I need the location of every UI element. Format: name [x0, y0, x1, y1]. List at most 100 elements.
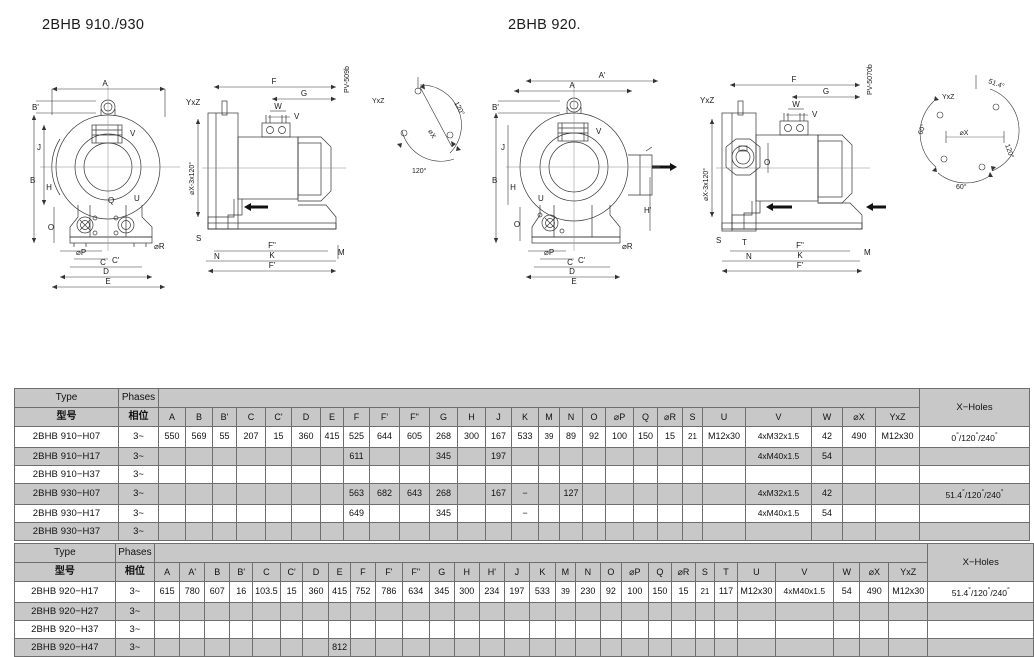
table2-col-header-13: H: [453, 562, 480, 582]
table2-cell-r1-O: 92: [599, 581, 622, 603]
table2-col-header-23: S: [694, 562, 715, 582]
dim920-label-O: O: [514, 220, 520, 229]
table1-cell-r6-J: [485, 521, 512, 541]
table1-cell-r2-P: [605, 446, 634, 466]
table1-cell-r1-U: M12x30: [702, 426, 746, 448]
table1-row-4-phases: 3~: [118, 482, 159, 505]
table2-cell-r1-H: 300: [453, 581, 480, 603]
table2-cell-r1-J: 197: [503, 581, 530, 603]
dim-label-F-dprime: F": [268, 241, 276, 250]
dim-label-P-dia: ⌀P: [76, 248, 86, 257]
table2-cell-r3-J: [503, 619, 530, 639]
table1-cell-r4-D: [291, 482, 321, 505]
table2-col-header-17: M: [554, 562, 576, 582]
table2-col-header-8: E: [328, 562, 351, 582]
table2-col-header-9: F: [349, 562, 376, 582]
table1-cell-r6-H: [457, 521, 486, 541]
table1-cell-r6-G: [429, 521, 458, 541]
table1-cell-r5-P: [605, 503, 634, 523]
bolt-circle-920-svg: YxZ ⌀X 51.4° 120° 60° 60°: [916, 75, 1020, 191]
dim920-label-C-prime: C': [578, 256, 586, 265]
table1-cell-r6-C: [265, 521, 292, 541]
table2-cell-r4-D: [302, 637, 330, 657]
table1-row-3-phases: 3~: [118, 464, 159, 484]
table2-cell-r2-V: [774, 601, 835, 621]
table1-cell-r1-F: 525: [343, 426, 370, 448]
table1-cell-r3-C: [265, 464, 292, 484]
table1-cell-r3-F: [343, 464, 370, 484]
dim920-label-E: E: [571, 277, 576, 286]
dim-label-B-prime: B': [32, 103, 39, 112]
dim-label-N: N: [214, 252, 220, 261]
table1-cell-r6-W: [811, 521, 843, 541]
dim-label-V: V: [130, 129, 136, 138]
table2-cell-r3-YxZ: [888, 619, 929, 639]
table1-cell-r6-E: [320, 521, 344, 541]
table1-row-2-phases: 3~: [118, 446, 159, 466]
table2-cell-r3-S: [694, 619, 715, 639]
table1-col-header-3: B': [212, 407, 237, 427]
dim-label-M: M: [338, 248, 345, 257]
table1-cell-r4-G: 268: [429, 482, 458, 505]
table2-cell-r4-R: [671, 637, 696, 657]
table1-col-header-10: F": [399, 407, 430, 427]
dim920s-label-YxZ: YxZ: [700, 96, 714, 105]
table2-header-row-1: Type Phases X−Holes: [14, 543, 1034, 582]
table2-cell-r1-F: 752: [349, 581, 376, 603]
table1-cell-r5-W: 54: [811, 503, 843, 523]
table1-cell-r5-C: [265, 503, 292, 523]
dim-label-O: O: [48, 223, 54, 232]
table1-col-header-25: ⌀X: [842, 407, 876, 427]
table1-cell-r6-P: [605, 521, 634, 541]
table1-cell-r5-K: −: [511, 503, 539, 523]
dim-label-F-prime: F': [269, 261, 276, 270]
table2-col-header-21: Q: [647, 562, 673, 582]
table1-cell-r2-S: [682, 446, 703, 466]
dim-label-Q: Q: [108, 196, 114, 205]
table1-cell-r2-A: [158, 446, 186, 466]
table1-cell-r6-A: [158, 521, 186, 541]
table2-cell-r2-C: [279, 601, 304, 621]
table2-cell-r3-P: [620, 619, 649, 639]
table1-col-header-22: U: [702, 407, 746, 427]
table2-col-header-22: ⌀R: [671, 562, 696, 582]
table2-col-header-19: O: [599, 562, 622, 582]
dim920s-label-T: T: [742, 238, 747, 247]
table2-col-header-4: B': [229, 562, 254, 582]
table2-cell-r2-A: [154, 601, 181, 621]
table2-cell-r3-U: [737, 619, 776, 639]
table2-cell-r2-YxZ: [888, 601, 929, 621]
dim-label-F: F: [272, 77, 277, 86]
table1-row-4-xholes: 51.4°/120°/240°: [919, 482, 1030, 505]
table1-row-6-xholes: [919, 521, 1030, 541]
page-title-right: 2BHB 920.: [508, 17, 581, 33]
dim-label-U: U: [134, 194, 140, 203]
table1-cell-r3-K: [511, 464, 539, 484]
drawing-code-pv5070b: PV-5070b: [867, 64, 874, 95]
table2-col-header-20: ⌀P: [620, 562, 649, 582]
table1-col-header-1: A: [158, 407, 186, 427]
table1-cell-r1-W: 42: [811, 426, 843, 448]
dim920-label-B-prime: B': [492, 103, 499, 112]
table2-cell-r1-E: 415: [328, 581, 351, 603]
table2-cell-r1-U: M12x30: [737, 581, 776, 603]
table2-cell-r3-V: [774, 619, 835, 639]
table2-cell-r1-F: 634: [401, 581, 430, 603]
drawing-920-side-svg: F G W V YxZ ⌀X-3x120° PV-5070b O S T N F…: [700, 64, 886, 274]
table1-cell-r3-A: [158, 464, 186, 484]
table2-cell-r2-H: [453, 601, 480, 621]
dim920-label-C: C: [567, 258, 573, 267]
table2-row-3-xholes: [927, 619, 1034, 639]
table2-cell-r4-X: [859, 637, 890, 657]
table1-cell-r2-R: [657, 446, 683, 466]
table2-cell-r3-W: [833, 619, 861, 639]
table2-cell-r1-T: 117: [713, 581, 739, 603]
table1-cell-r2-X: [842, 446, 876, 466]
table1-cell-r2-H: [457, 446, 486, 466]
table1-cell-r1-C: 207: [236, 426, 266, 448]
table2-cell-r2-D: [302, 601, 330, 621]
